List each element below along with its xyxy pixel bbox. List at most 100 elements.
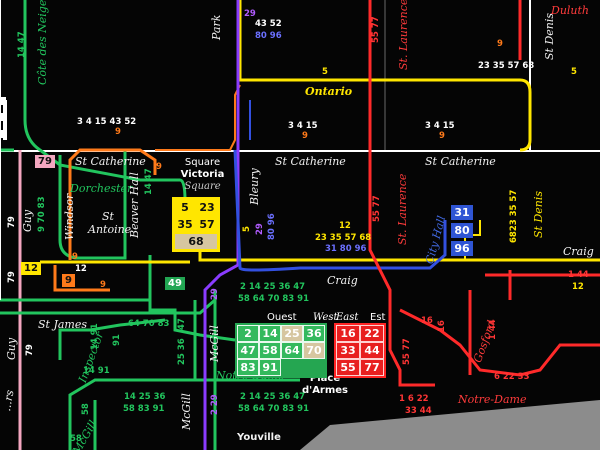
stop-route-16[interactable]: 16 <box>336 325 360 342</box>
stop-route-58[interactable]: 58 <box>259 342 281 359</box>
route-label-2-14-25-b: 2 14 25 36 47 <box>240 392 306 402</box>
route-label-58-83-91: 58 83 91 <box>123 404 165 414</box>
street-st-laurence-mid: St. Laurence <box>396 173 409 245</box>
street-st-laurence-top: St. Laurence <box>397 0 410 70</box>
street-dorchester: Dorchester <box>70 182 133 195</box>
stop-route-57[interactable]: 57 <box>197 217 217 232</box>
route-label-9-70-83: 9 70 83 <box>37 196 47 233</box>
direction-west: West <box>313 312 338 323</box>
street-mcgill-bottom: McGill <box>180 393 193 430</box>
stop-route-55[interactable]: 55 <box>336 359 360 376</box>
stop-route-33[interactable]: 33 <box>336 342 360 359</box>
route-label-55-77-top: 55 77 <box>371 16 381 43</box>
route-badge-49: 49 <box>165 277 185 290</box>
route-label-31-80-96: 31 80 96 <box>325 244 367 254</box>
stop-route-2[interactable]: 2 <box>237 325 259 342</box>
street-st-antoine: St Antoine <box>88 210 132 236</box>
route-label-91: 91 <box>112 334 122 346</box>
stop-route-35[interactable]: 35 <box>175 217 195 232</box>
street-st-catherine-mid: St Catherine <box>275 155 346 168</box>
route-label-5-right: 5 <box>571 67 577 77</box>
stop-route-80[interactable]: 80 <box>451 223 473 238</box>
river-area <box>300 400 600 450</box>
street-craig-right: Craig <box>563 245 594 258</box>
direction-ouest: Ouest <box>267 312 297 323</box>
route-label-14-91: 14 91 <box>90 323 100 350</box>
route-label-14-47-beaver: 14 47 <box>144 168 154 195</box>
route-label-29-blue: 29 <box>210 288 220 300</box>
square-victoria-label: Square Victoria Square <box>175 157 230 193</box>
place-darmes-line2: d'Armes <box>301 385 349 396</box>
route-label-23-35-57-68-top: 23 35 57 68 <box>478 61 535 71</box>
route-label-58-bottom: 58 <box>70 434 82 444</box>
route-label-9-lower: 9 <box>100 280 106 290</box>
route-label-2-29: 2 29 <box>210 394 220 415</box>
stop-route-22[interactable]: 22 <box>360 325 384 342</box>
route-label-29-vert: 29 <box>255 223 265 235</box>
stop-route-23[interactable]: 23 <box>197 200 217 215</box>
stop-route-36[interactable]: 36 <box>303 325 325 342</box>
stop-route-96[interactable]: 96 <box>451 241 473 256</box>
street-guy-top: Guy <box>21 209 34 232</box>
route-label-58-64: 58 64 70 83 91 <box>238 294 309 304</box>
stop-route-91[interactable]: 91 <box>259 359 281 376</box>
route-label-3-4-15-43-52: 3 4 15 43 52 <box>77 117 137 127</box>
stop-route-14[interactable]: 14 <box>259 325 281 342</box>
route-label-79-lower: 79 <box>7 271 17 283</box>
stop-route-68[interactable]: 68 <box>175 234 217 249</box>
street-notre-dame-red: Notre-Dame <box>458 393 527 406</box>
street-st-denis-top: St Denis <box>543 12 556 60</box>
street-st-catherine-right: St Catherine <box>425 155 496 168</box>
route-label-5: 5 <box>242 226 252 232</box>
stop-route-5[interactable]: 5 <box>175 200 195 215</box>
route-label-6-22-33: 6 22 33 <box>494 372 530 382</box>
route-label-43-52-top: 43 52 <box>255 19 282 29</box>
route-label-5-top: 5 <box>322 67 328 77</box>
route-label-14-47-top: 14 47 <box>17 31 27 58</box>
stop-route-83[interactable]: 83 <box>237 359 259 376</box>
stop-route-25[interactable]: 25 <box>281 325 303 342</box>
route-label-3-4-15-b: 3 4 15 <box>288 121 318 131</box>
street-park: Park <box>210 14 223 40</box>
street-mcgill-mid: McGill <box>208 325 221 362</box>
route-badge-79: 79 <box>35 155 55 168</box>
route-label-16-b: 16 <box>421 316 433 326</box>
route-label-29-top: 29 <box>244 9 256 19</box>
stop-route-47[interactable]: 47 <box>237 342 259 359</box>
route-label-58-left: 58 <box>81 403 91 415</box>
route-label-6823-35-57: 6823 35 57 <box>509 189 519 243</box>
square-victoria-top: Square <box>184 157 221 168</box>
route-label-1-44-b: 1 44 <box>568 270 589 280</box>
stop-route-64[interactable]: 64 <box>281 342 303 359</box>
route-label-12-mid: 12 <box>339 221 351 231</box>
route-label-9-a: 9 <box>115 127 121 137</box>
route-label-14-91-b: 14 91 <box>83 366 110 376</box>
route-label-9-left: 9 <box>72 252 78 262</box>
street-st-james: St James <box>38 318 88 331</box>
street-cote-des-neiges: Côte des Neiges <box>36 0 49 85</box>
route-label-12-left: 12 <box>75 264 87 274</box>
route-label-9-c: 9 <box>439 131 445 141</box>
stop-route-77[interactable]: 77 <box>360 359 384 376</box>
street-guy-bottom: Guy <box>5 337 18 360</box>
street-st-denis-mid: St Denis <box>532 190 545 238</box>
route-label-64-70-83: 64 70 83 <box>128 319 170 329</box>
street-duluth: Duluth <box>551 4 590 17</box>
route-badge-white-3 <box>0 130 6 138</box>
street-bleury: Bleury <box>248 168 261 205</box>
stop-route-44[interactable]: 44 <box>360 342 384 359</box>
stop-city-hall[interactable]: 31 80 96 <box>451 205 473 256</box>
place-darmes-line1: Place <box>309 373 341 384</box>
street-craig-mid: Craig <box>327 274 358 287</box>
route-label-80-96-vert: 80 96 <box>267 213 277 240</box>
route-label-33-44: 33 44 <box>405 406 432 416</box>
stop-route-31[interactable]: 31 <box>451 205 473 220</box>
square-victoria-name: Victoria <box>180 169 225 180</box>
route-badge-white-1 <box>0 97 6 105</box>
stop-route-70[interactable]: 70 <box>303 342 325 359</box>
